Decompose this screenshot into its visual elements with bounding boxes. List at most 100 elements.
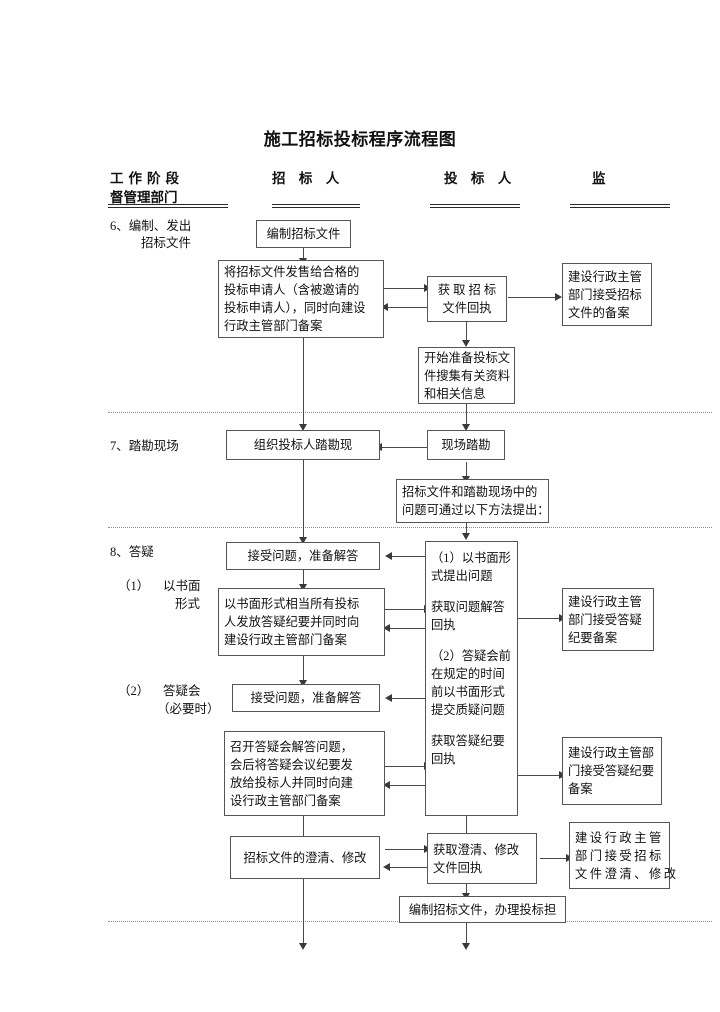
column-header-work-stage-line2: 督管理部门 xyxy=(110,190,178,205)
arrowhead-receive-to-admin xyxy=(555,293,562,301)
box-receive-clarify[interactable]: 获取澄清、修改 文件回执 xyxy=(427,833,537,884)
connector-site-visit-to-note xyxy=(466,462,468,479)
box-written-minutes-line-2: 建设行政主管部门备案 xyxy=(224,633,347,647)
connector-minutes-to-accept-q2 xyxy=(303,656,305,682)
stage-6-number: 6、 xyxy=(110,219,129,233)
box-admin-accept-docs-line-0: 建设行政主管 xyxy=(568,269,642,284)
column-header-tenderer: 招 标 人 xyxy=(272,171,345,186)
arrowhead-note-to-bidder-questions xyxy=(462,533,470,540)
column-header-work-stage: 工作阶段 xyxy=(110,171,184,186)
box-sell-docs-line-2: 投标申请人），同时向建设 xyxy=(224,301,366,315)
box-clarify-docs[interactable]: 招标文件的澄清、修改 xyxy=(230,836,380,879)
box-bidder-questions-b3-line-3: 提交质疑问题 xyxy=(431,703,505,717)
box-site-visit[interactable]: 现场踏勘 xyxy=(427,430,505,460)
box-compile-bid-docs[interactable]: 编制招标文件，办理投标担 xyxy=(399,896,566,923)
connector-qa-meeting-to-bq xyxy=(385,766,427,768)
stage-label-6: 6、编制、发出 xyxy=(110,218,191,235)
stage-label-8-1-line2: 形式 xyxy=(175,597,201,611)
box-accept-questions-2[interactable]: 接受问题，准备解答 xyxy=(232,684,380,712)
arrowhead-receive-to-clarify xyxy=(383,863,390,871)
box-questions-note-line-1: 问题可通过以下方法提出： xyxy=(402,503,550,517)
section-divider-1 xyxy=(108,412,712,413)
column-header-bidder: 投 标 人 xyxy=(444,171,517,186)
connector-receive-clarify-to-compile xyxy=(466,884,468,896)
box-bidder-questions-b4-line-0: 获取答疑纪要 xyxy=(431,734,505,748)
box-accept-questions-1-line-0: 接受问题，准备解答 xyxy=(247,549,359,563)
box-accept-questions-2-line-0: 接受问题，准备解答 xyxy=(250,691,362,705)
box-hold-qa-meeting[interactable]: 召开答疑会解答问题， 会后将答疑会议纪要发 放给投标人并同时向建 设行政主管部门… xyxy=(224,731,385,816)
stage-label-8: 8、答疑 xyxy=(110,544,154,561)
box-admin-accept-qa-2[interactable]: 建设行政主管部 门接受答疑纪要 备案 xyxy=(562,737,662,805)
connector-accept-q1-to-minutes xyxy=(303,570,305,586)
stage-label-8-1-number: （1） xyxy=(118,579,150,593)
box-admin-accept-docs[interactable]: 建设行政主管 部门接受招标 文件的备案 xyxy=(562,263,652,326)
box-bidder-questions-gap-3 xyxy=(431,719,512,732)
connector-bq-to-admin-qa2 xyxy=(518,775,561,777)
connector-bq1-to-accept-q1 xyxy=(389,556,427,558)
box-organize-site-visit-line-0: 组织投标人踏勘现 xyxy=(253,438,353,452)
box-admin-accept-qa-2-line-2: 备案 xyxy=(568,782,593,796)
box-questions-note[interactable]: 招标文件和踏勘现场中的 问题可通过以下方法提出： xyxy=(396,479,550,523)
box-hold-qa-meeting-line-2: 放给投标人并同时向建 xyxy=(230,775,353,790)
connector-prepare-bid-to-site-visit xyxy=(466,403,468,428)
connector-receive-to-prepare-bid xyxy=(466,322,468,342)
box-organize-site-visit[interactable]: 组织投标人踏勘现 xyxy=(226,430,380,460)
arrowhead-bq-to-qa-meeting xyxy=(383,781,390,789)
box-start-prepare-bid-line-0: 开始准备投标文 xyxy=(424,350,511,365)
arrowhead-bq-to-minutes xyxy=(383,624,390,632)
connector-minutes-to-bq xyxy=(385,609,427,611)
box-questions-note-line-0: 招标文件和踏勘现场中的 xyxy=(402,485,538,499)
box-bidder-questions-b1-line-1: 式提出问题 xyxy=(431,569,493,583)
box-receive-clarify-line-0: 获取澄清、修改 xyxy=(433,842,520,857)
connector-note-to-bidder-questions xyxy=(466,515,468,535)
connector-bq-to-admin-qa1 xyxy=(518,618,561,620)
arrowhead-receive-to-prepare-bid xyxy=(462,340,470,347)
arrowhead-compile-to-bottom xyxy=(462,943,470,950)
box-start-prepare-bid[interactable]: 开始准备投标文 件搜集有关资料 和相关信息 xyxy=(418,347,515,404)
stage-8-number: 8、 xyxy=(110,545,129,559)
box-bidder-questions-b1-line-0: （1）以书面形 xyxy=(431,551,511,565)
box-sell-docs[interactable]: 将招标文件发售给合格的 投标申请人（含被邀请的 投标申请人），同时向建设 行政主… xyxy=(218,260,384,338)
box-receive-docs[interactable]: 获 取 招 标 文件回执 xyxy=(427,276,507,322)
box-admin-accept-clarify[interactable]: 建设行政主管 部门接受招标 文件澄清、修改 xyxy=(569,822,676,889)
box-sell-docs-line-0: 将招标文件发售给合格的 xyxy=(224,265,360,279)
stage-label-8-2-number: （2） xyxy=(118,684,150,698)
arrowhead-bq1-to-accept-q1 xyxy=(385,552,392,560)
stage-7-line1: 踏勘现场 xyxy=(128,439,179,453)
stage-label-8-2-line1: 答疑会 xyxy=(163,684,201,698)
box-compile-bid-docs-line-0: 编制招标文件，办理投标担 xyxy=(408,902,557,917)
box-bidder-questions-b3-line-0: （2）答疑会前 xyxy=(431,649,511,663)
connector-bq-to-minutes xyxy=(387,628,427,630)
box-bidder-questions[interactable]: （1）以书面形 式提出问题 获取问题解答 回执 （2）答疑会前 在规定的时间 前… xyxy=(425,541,518,816)
connector-bq-to-qa-meeting xyxy=(387,785,427,787)
box-site-visit-line-0: 现场踏勘 xyxy=(441,438,491,452)
connector-site-visit-to-organize xyxy=(379,447,427,449)
box-admin-accept-docs-line-2: 文件的备案 xyxy=(568,305,630,320)
box-admin-accept-qa-1-line-0: 建设行政主管 xyxy=(568,594,642,609)
box-start-prepare-bid-line-2: 和相关信息 xyxy=(424,386,486,401)
box-sell-docs-line-3: 行政主管部门备案 xyxy=(224,319,323,333)
connector-clarify-to-bottom xyxy=(303,879,305,947)
box-prepare-docs[interactable]: 编制招标文件 xyxy=(256,220,351,248)
box-clarify-docs-line-0: 招标文件的澄清、修改 xyxy=(243,850,367,865)
connector-receive-to-clarify xyxy=(387,867,427,869)
box-receive-docs-line-0: 获 取 招 标 xyxy=(437,283,497,297)
box-bidder-questions-gap-1 xyxy=(431,585,512,598)
connector-compile-to-bottom xyxy=(466,919,468,947)
box-hold-qa-meeting-line-3: 设行政主管部门备案 xyxy=(230,793,341,808)
box-admin-accept-qa-1-line-2: 纪要备案 xyxy=(568,630,618,645)
box-bidder-questions-b2-line-0: 获取问题解答 xyxy=(431,600,505,614)
column-rule-bidder xyxy=(430,204,520,208)
box-written-minutes-line-1: 人发放答疑纪要并同时向 xyxy=(224,615,360,629)
stage-8-line1: 答疑 xyxy=(128,545,154,559)
connector-sell-to-site-visit xyxy=(303,338,305,428)
connector-receive-to-sell xyxy=(385,307,427,309)
box-admin-accept-qa-1[interactable]: 建设行政主管 部门接受答疑 纪要备案 xyxy=(562,588,654,651)
box-admin-accept-clarify-line-0: 建设行政主管 xyxy=(575,830,664,845)
box-bidder-questions-gap-2 xyxy=(431,634,512,647)
box-accept-questions-1[interactable]: 接受问题，准备解答 xyxy=(226,542,380,570)
box-written-minutes-line-0: 以书面形式相当所有投标 xyxy=(224,597,360,611)
box-written-minutes[interactable]: 以书面形式相当所有投标 人发放答疑纪要并同时向 建设行政主管部门备案 xyxy=(218,588,385,656)
column-rule-work-stage xyxy=(108,204,228,208)
